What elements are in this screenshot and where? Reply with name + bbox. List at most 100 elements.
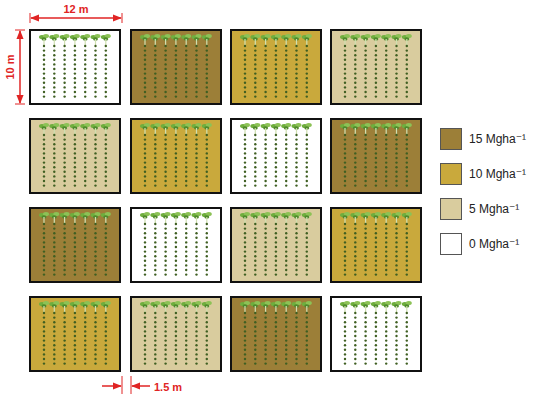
seed-dot xyxy=(84,358,86,360)
seed-dot xyxy=(185,316,187,318)
seed-dot xyxy=(375,237,377,239)
seed-dot xyxy=(354,82,356,84)
seed-dot xyxy=(395,91,397,93)
stem xyxy=(275,217,276,223)
seed-dot xyxy=(344,269,346,271)
seed-dot xyxy=(175,49,177,51)
seed-dot xyxy=(385,344,387,346)
seed-dot xyxy=(264,148,266,150)
seed-dot xyxy=(144,72,146,74)
seed-dot xyxy=(354,223,356,225)
seed-dot xyxy=(206,273,208,275)
seed-dot xyxy=(344,264,346,266)
seed-dot xyxy=(105,45,107,47)
seed-dot xyxy=(94,339,96,341)
seed-dot xyxy=(185,335,187,337)
seed-dot xyxy=(164,260,166,262)
seed-dot xyxy=(306,344,308,346)
seed-dot xyxy=(285,91,287,93)
seed-dot xyxy=(375,171,377,173)
seed-dot xyxy=(385,227,387,229)
plot-fill xyxy=(231,119,321,193)
seed-dot xyxy=(53,175,55,177)
seed-dot xyxy=(175,312,177,314)
seed-dot xyxy=(94,148,96,150)
plot-fill xyxy=(131,297,221,371)
seed-dot xyxy=(264,143,266,145)
seed-dot xyxy=(244,152,246,154)
seed-dot xyxy=(105,349,107,351)
seed-dot xyxy=(306,143,308,145)
seed-dot xyxy=(53,241,55,243)
seed-dot xyxy=(195,184,197,186)
stem xyxy=(64,39,65,45)
seed-dot xyxy=(206,161,208,163)
seed-dot xyxy=(43,321,45,323)
seed-dot xyxy=(154,82,156,84)
stem xyxy=(396,39,397,45)
seed-dot xyxy=(185,344,187,346)
seed-dot xyxy=(74,166,76,168)
seed-dot xyxy=(406,335,408,337)
seed-dot xyxy=(74,49,76,51)
plot-fill xyxy=(331,297,421,371)
seed-dot xyxy=(254,264,256,266)
seed-dot xyxy=(254,349,256,351)
seed-dot xyxy=(63,161,65,163)
stem xyxy=(54,39,55,45)
seed-dot xyxy=(195,148,197,150)
seed-dot xyxy=(53,82,55,84)
seed-dot xyxy=(43,166,45,168)
seed-dot xyxy=(175,316,177,318)
seed-dot xyxy=(344,175,346,177)
seed-dot xyxy=(406,237,408,239)
stem xyxy=(105,128,106,134)
seed-dot xyxy=(63,175,65,177)
seed-dot xyxy=(354,45,356,47)
seed-dot xyxy=(306,237,308,239)
seed-dot xyxy=(285,166,287,168)
plot-fill xyxy=(331,119,421,193)
seed-dot xyxy=(285,184,287,186)
seed-dot xyxy=(275,54,277,56)
seed-dot xyxy=(94,362,96,364)
plot-fill xyxy=(30,119,120,193)
seed-dot xyxy=(206,166,208,168)
seed-dot xyxy=(185,241,187,243)
seed-dot xyxy=(295,171,297,173)
seed-dot xyxy=(43,353,45,355)
seed-dot xyxy=(164,152,166,154)
seed-dot xyxy=(344,68,346,70)
seed-dot xyxy=(395,316,397,318)
stem xyxy=(54,306,55,312)
seed-dot xyxy=(185,72,187,74)
legend-swatch xyxy=(440,128,462,150)
seed-dot xyxy=(344,353,346,355)
seed-dot xyxy=(94,166,96,168)
seed-dot xyxy=(43,72,45,74)
seed-dot xyxy=(385,152,387,154)
seed-dot xyxy=(406,45,408,47)
seed-dot xyxy=(175,344,177,346)
stem xyxy=(244,128,245,134)
seed-dot xyxy=(105,175,107,177)
seed-dot xyxy=(254,91,256,93)
seed-dot xyxy=(84,227,86,229)
seed-dot xyxy=(295,353,297,355)
seed-dot xyxy=(254,152,256,154)
seed-dot xyxy=(285,358,287,360)
seed-dot xyxy=(375,68,377,70)
seed-dot xyxy=(295,59,297,61)
seed-dot xyxy=(53,138,55,140)
seed-dot xyxy=(254,330,256,332)
seed-dot xyxy=(84,138,86,140)
stem xyxy=(406,306,407,312)
seed-dot xyxy=(244,232,246,234)
seed-dot xyxy=(344,180,346,182)
seed-dot xyxy=(375,45,377,47)
seed-dot xyxy=(344,321,346,323)
seed-dot xyxy=(275,232,277,234)
seed-dot xyxy=(185,237,187,239)
seed-dot xyxy=(74,148,76,150)
plot-fill xyxy=(131,208,221,282)
